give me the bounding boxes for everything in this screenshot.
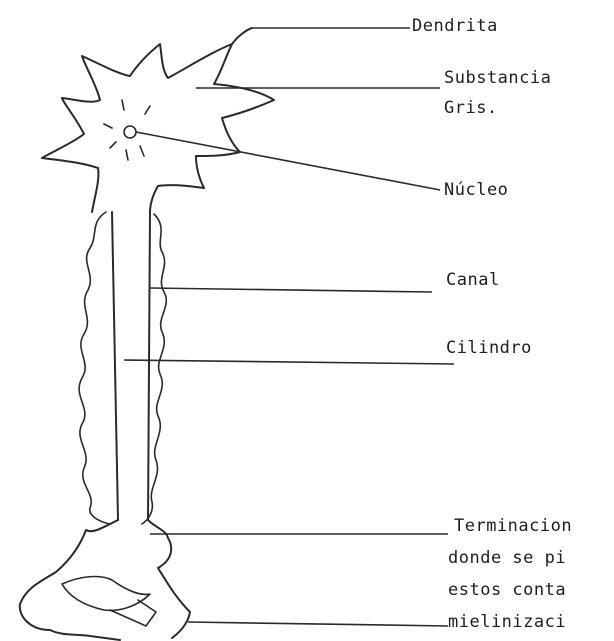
leader-cilindro [124, 360, 454, 364]
dendrite-tip [232, 28, 252, 44]
terminal-inner-shape [62, 577, 150, 611]
leader-mielinizacion [188, 622, 448, 626]
nucleus-circle [124, 126, 136, 138]
myelin-sheath-right [142, 214, 166, 524]
label-substancia-line1: Substancia [444, 66, 551, 90]
axon-terminal-outline [20, 520, 190, 640]
axon-cylinder-left [112, 212, 118, 520]
label-canal: Canal [446, 268, 500, 292]
leader-canal [150, 288, 432, 292]
label-terminacion-line4: mielinizaci [448, 610, 566, 634]
label-dendrita: Dendrita [412, 14, 498, 38]
label-nucleo: Núcleo [444, 178, 508, 202]
nucleus-rays [104, 100, 150, 160]
label-terminacion-line3: estos conta [448, 578, 566, 602]
label-substancia-line2: Gris. [444, 96, 498, 120]
myelin-sheath-left [79, 212, 110, 524]
label-terminacion-line1: Terminacion [454, 514, 572, 538]
leader-nucleo [136, 132, 440, 190]
label-terminacion-line2: donde se pi [448, 546, 566, 570]
terminal-inner-wedge [110, 600, 156, 626]
neuron-soma-outline [42, 44, 274, 212]
label-cilindro: Cilindro [446, 336, 532, 360]
axon-cylinder-right [148, 212, 150, 520]
